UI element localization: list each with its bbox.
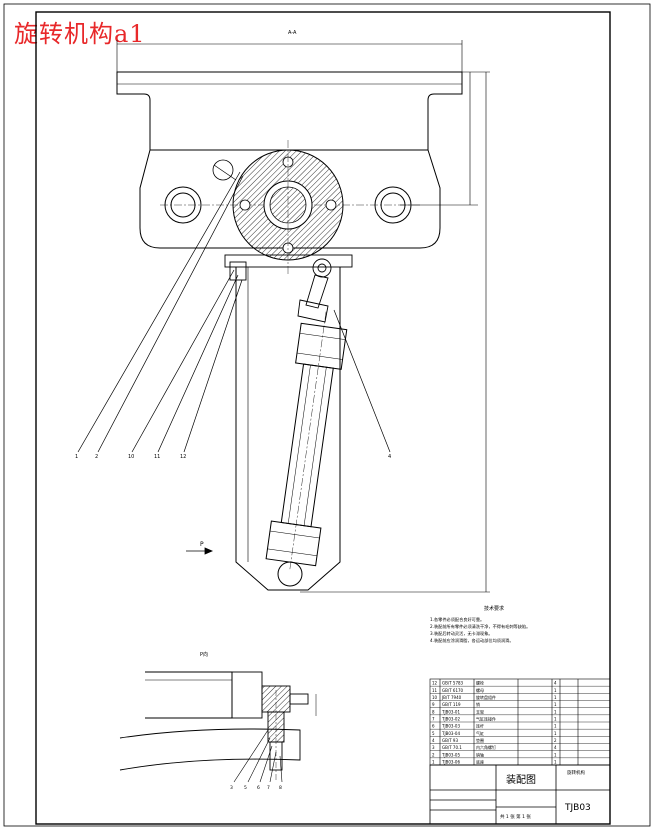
base-plate <box>116 71 463 151</box>
callout-1: 1 <box>75 454 78 460</box>
bom-cell: 垫圈 <box>476 737 484 743</box>
bom-cell: 底座 <box>476 759 484 765</box>
bom-cell: 7 <box>432 717 435 722</box>
bom-cell: 3 <box>432 745 435 750</box>
detail-view: P向 <box>119 651 317 780</box>
pneumatic-cylinder <box>265 311 348 570</box>
bom-cell: 内六角螺钉 <box>476 744 496 750</box>
callout-labels-main: 1 2 10 11 12 4 <box>75 454 391 460</box>
technical-requirements: 技术要求 1.各零件必须配合良好可靠。 2.装配前所有零件必须清洗干净，不得有毛… <box>430 605 530 644</box>
detail-view-label: P向 <box>200 651 208 658</box>
bom-cell: 销 <box>476 701 480 707</box>
sheet-border-outer <box>3 3 651 827</box>
bom-cell: 1 <box>554 731 557 736</box>
bom-cell: 1 <box>554 702 557 707</box>
bom-cell: 1 <box>554 760 557 765</box>
top-width-dimension: A-A <box>116 30 463 72</box>
bom-cell: TJB03-03 <box>441 724 460 729</box>
bom-cell: 1 <box>554 724 557 729</box>
bom-cell: TJB03-01 <box>441 709 460 714</box>
title-block <box>429 764 611 825</box>
callout-2: 2 <box>95 454 98 460</box>
detail-leader-lines <box>233 729 283 783</box>
bom-cell: 螺栓 <box>476 680 484 686</box>
tech-req-line-1: 1.各零件必须配合良好可靠。 <box>430 616 484 623</box>
bom-cell: 1 <box>554 695 557 700</box>
callout-4: 4 <box>388 454 391 460</box>
bom-cell: GB/T 70.1 <box>442 745 462 750</box>
bom-cell: 1 <box>432 760 435 765</box>
bom-cell: 支架 <box>476 708 484 714</box>
mechanism-name: 旋转机构 <box>567 769 585 776</box>
callout-10: 10 <box>128 454 134 460</box>
drawing-number: TJB03 <box>564 803 591 813</box>
tech-req-line-2: 2.装配前所有零件必须清洗干净，不得有毛刺等缺陷。 <box>430 623 530 630</box>
bom-cell: TJB03-06 <box>441 760 460 765</box>
bom-cell: 1 <box>554 752 557 757</box>
leader-lines <box>77 164 391 453</box>
bom-cell: 气缸 <box>476 730 484 736</box>
callout-5: 5 <box>244 785 247 791</box>
bom-cell: 8 <box>432 709 435 714</box>
bom-cell: 旋转盘组件 <box>476 694 496 700</box>
bom-cell: JB/T 7940 <box>441 695 462 700</box>
bom-cell: 连杆 <box>476 723 484 729</box>
view-p-arrow: P <box>186 541 214 555</box>
bom-cell: GB/T 6170 <box>442 688 464 693</box>
tech-req-heading: 技术要求 <box>484 605 504 612</box>
bom-cell: 1 <box>554 709 557 714</box>
svg-text:A-A: A-A <box>288 30 297 36</box>
tech-req-line-3: 3.装配后转动灵活，无卡滞现象。 <box>430 630 493 637</box>
bom-cell: 气缸连接件 <box>476 716 496 722</box>
view-p-label: P <box>200 541 204 548</box>
bom-cell: TJB03-02 <box>441 717 460 722</box>
callout-12: 12 <box>180 454 186 460</box>
bom-cell: 5 <box>432 731 435 736</box>
bom-cell: 9 <box>432 702 435 707</box>
callout-11: 11 <box>154 454 160 460</box>
bom-cell: GB/T 93 <box>442 738 458 743</box>
bom-cell: 销轴 <box>476 751 484 757</box>
bom-cell: TJB03-05 <box>441 752 460 757</box>
right-dimensions <box>300 71 490 593</box>
callout-7: 7 <box>267 785 270 791</box>
bom-cell: 11 <box>432 688 438 693</box>
mount-plate <box>224 254 353 281</box>
bom-cell: 12 <box>432 681 438 686</box>
bom-cell: GB/T 119 <box>442 702 461 707</box>
callout-8: 8 <box>279 785 282 791</box>
connecting-rod <box>297 258 332 323</box>
bom-cell: TJB03-04 <box>441 731 460 736</box>
callout-3: 3 <box>230 785 233 791</box>
callout-labels-detail: 3 5 6 7 8 <box>230 785 282 791</box>
bom-cell: GB/T 5783 <box>442 681 464 686</box>
bom-cell: 2 <box>554 738 557 743</box>
drawing-type: 装配图 <box>506 773 536 786</box>
bom-cell: 1 <box>554 717 557 722</box>
callout-6: 6 <box>257 785 260 791</box>
tech-req-line-4: 4.装配前应涂润滑脂，各运动部位均须润滑。 <box>430 637 514 644</box>
rotating-disk <box>232 140 344 275</box>
bom-cell: 螺母 <box>476 687 484 693</box>
bom-cell: 10 <box>432 695 438 700</box>
bom-cell: 6 <box>432 724 435 729</box>
sheet-border-inner <box>35 11 611 825</box>
pin-circle <box>212 159 234 181</box>
bom-cell: 2 <box>432 752 435 757</box>
bom-cell: 1 <box>554 688 557 693</box>
bom-cell: 4 <box>554 745 557 750</box>
bom-cell: 4 <box>432 738 435 743</box>
bom-cell: 4 <box>554 681 557 686</box>
sheet-info: 共 1 张 第 1 张 <box>500 813 531 820</box>
